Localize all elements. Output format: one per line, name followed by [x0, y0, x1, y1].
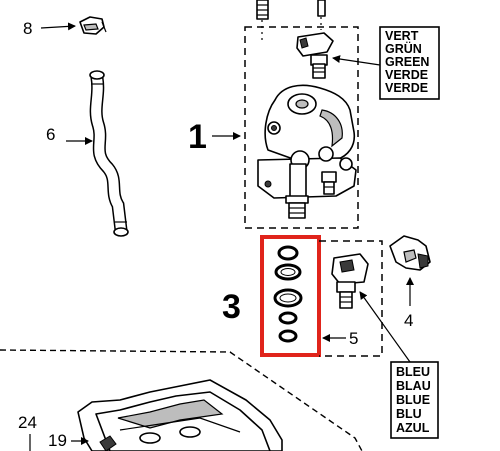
leader-blue-label — [359, 291, 411, 363]
mounting-bolts — [256, 0, 326, 40]
leader-green-label — [332, 55, 381, 66]
callout-8: 8 — [23, 19, 32, 38]
fuel-pressure-regulator — [257, 84, 357, 219]
green-label-line-1: VERT — [385, 29, 419, 43]
callout-3: 3 — [222, 288, 241, 326]
green-label-line-5: VERDE — [385, 81, 428, 95]
color-label-green: VERT GRÜN GREEN VERDE VERDE — [379, 26, 440, 100]
blue-label-line-2: BLAU — [396, 379, 431, 393]
green-label-line-4: VERDE — [385, 68, 428, 82]
green-label-line-2: GRÜN — [385, 41, 422, 56]
intake-manifold — [77, 379, 283, 451]
o-ring-set — [273, 245, 303, 343]
callout-5: 5 — [349, 329, 358, 348]
engine-outline-dashed — [0, 349, 363, 451]
blue-label-line-4: BLU — [396, 407, 422, 421]
leader-8 — [40, 22, 76, 31]
part-5-blue-sensor — [331, 253, 369, 309]
part-4-bracket — [389, 235, 431, 271]
part-8-clip — [79, 16, 107, 35]
callout-1: 1 — [188, 118, 207, 156]
sensor-green — [296, 32, 334, 79]
color-label-blue: BLEU BLAU BLUE BLU AZUL — [390, 361, 439, 439]
green-label-line-3: GREEN — [385, 55, 429, 69]
highlight-box-part-3 — [260, 235, 321, 357]
callout-4: 4 — [404, 311, 413, 330]
callout-24: 24 — [18, 413, 37, 432]
part-5-outline — [319, 240, 383, 357]
blue-label-line-3: BLUE — [396, 393, 430, 407]
blue-label-line-5: AZUL — [396, 421, 430, 435]
callout-19: 19 — [48, 431, 67, 450]
callout-6: 6 — [46, 125, 55, 144]
part-6-hose — [89, 70, 129, 237]
blue-label-line-1: BLEU — [396, 365, 430, 379]
